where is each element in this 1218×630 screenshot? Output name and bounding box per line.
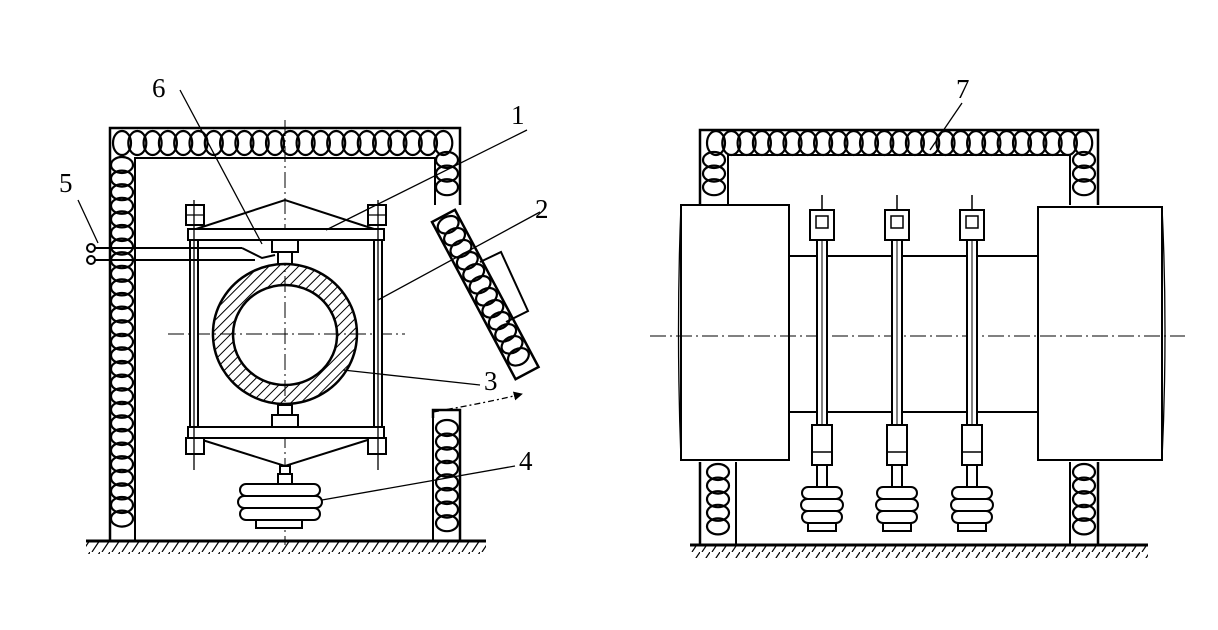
label-5: 5 <box>59 168 73 198</box>
right-insulation-wall <box>698 128 1100 545</box>
left-break-line <box>677 204 682 461</box>
door-handle <box>479 250 530 323</box>
pipe-side-view <box>788 255 1038 413</box>
clamp-assemblies <box>800 195 994 532</box>
thermocouple-lead <box>86 243 276 265</box>
left-leader-lines <box>77 89 541 501</box>
bottom-clamp-bar <box>185 404 387 475</box>
label-3: 3 <box>484 366 498 396</box>
clamp-assembly <box>875 195 919 532</box>
leader-7 <box>929 102 963 151</box>
label-7: 7 <box>956 74 970 104</box>
label-2: 2 <box>535 194 549 224</box>
right-ground <box>690 543 1148 558</box>
left-insulation-wall <box>108 126 462 541</box>
pipe-cross-section <box>211 262 359 406</box>
left-ground <box>86 539 486 554</box>
clamp-assembly <box>800 195 844 532</box>
left-pipe-end-block <box>680 204 790 461</box>
label-6: 6 <box>152 73 166 103</box>
left-bellows-actuator <box>237 473 323 529</box>
left-hinged-door <box>430 208 541 381</box>
right-pipe-end-block <box>1037 206 1163 461</box>
clamp-assembly <box>950 195 994 532</box>
right-side-view: 7 <box>650 74 1185 558</box>
door-swing-arrow <box>432 391 523 413</box>
label-4: 4 <box>519 446 533 476</box>
top-clamp-bar <box>185 198 387 265</box>
label-1: 1 <box>511 100 525 130</box>
left-section-view: 1 2 3 4 5 6 <box>59 73 549 554</box>
tie-rods <box>189 200 383 470</box>
right-inner-frame-line <box>727 154 1071 205</box>
right-break-line <box>1161 206 1166 461</box>
